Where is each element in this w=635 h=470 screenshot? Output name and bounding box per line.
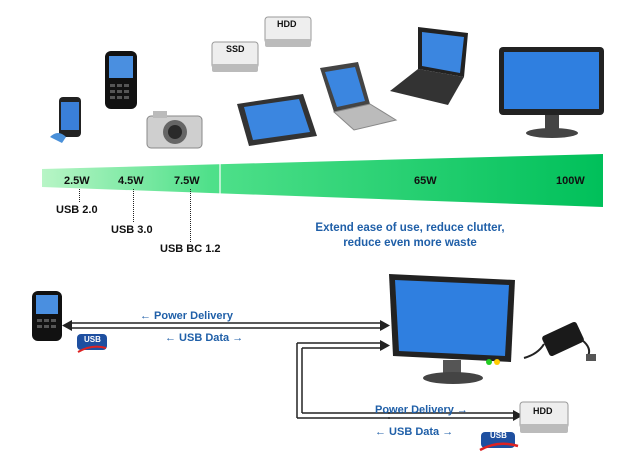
usb3-leader: [133, 189, 134, 222]
standard-usb-2-0: USB 2.0: [56, 204, 98, 216]
connection-lines: [62, 320, 390, 419]
power-level-7-5w: 7.5W: [174, 175, 200, 187]
hdd-label: HDD: [277, 19, 297, 29]
power-level-100w: 100W: [556, 175, 585, 187]
usb-logo-text: USB: [84, 335, 101, 344]
ssd-drive-icon: [211, 41, 259, 72]
standard-usb-3-0: USB 3.0: [111, 224, 153, 236]
hdd-bottom-icon: [519, 401, 569, 433]
bottom-power-delivery-label: Power Delivery →: [375, 404, 468, 416]
bottom-usb-data-label: ← USB Data →: [375, 426, 454, 438]
hdd-bottom-label: HDD: [533, 406, 553, 416]
hdd-connection-line: [388, 410, 523, 421]
power-adapter-icon: [523, 321, 596, 361]
power-level-4-5w: 4.5W: [118, 175, 144, 187]
camera-icon: [146, 111, 203, 149]
phone-bottom-icon: [32, 291, 62, 341]
monitor-bottom-icon: [389, 274, 515, 384]
usb-logo-icon: [77, 334, 107, 353]
scale-caption: Extend ease of use, reduce clutter, redu…: [315, 222, 505, 249]
standard-usb-bc-1-2: USB BC 1.2: [160, 243, 221, 255]
ssd-label: SSD: [226, 44, 245, 54]
laptop-black-icon: [390, 27, 468, 105]
top-usb-data-label: ← USB Data →: [165, 332, 244, 344]
usb-bc-leader: [190, 189, 191, 242]
usb2-leader: [79, 189, 80, 202]
top-power-delivery-label: ← Power Delivery: [140, 310, 233, 322]
usb-logo-bottom-text: USB: [490, 431, 507, 440]
power-level-65w: 65W: [414, 175, 437, 187]
laptop-silver-icon: [320, 62, 398, 131]
usb-logo-bottom-icon: [479, 432, 519, 452]
power-scale-bar: [42, 154, 603, 207]
tablet-icon: [237, 94, 317, 146]
hdd-drive-icon: [264, 16, 312, 47]
monitor-icon: [499, 47, 604, 138]
smartphone-icon: [50, 97, 81, 143]
power-level-2-5w: 2.5W: [64, 175, 90, 187]
blackberry-phone-icon: [105, 51, 137, 109]
